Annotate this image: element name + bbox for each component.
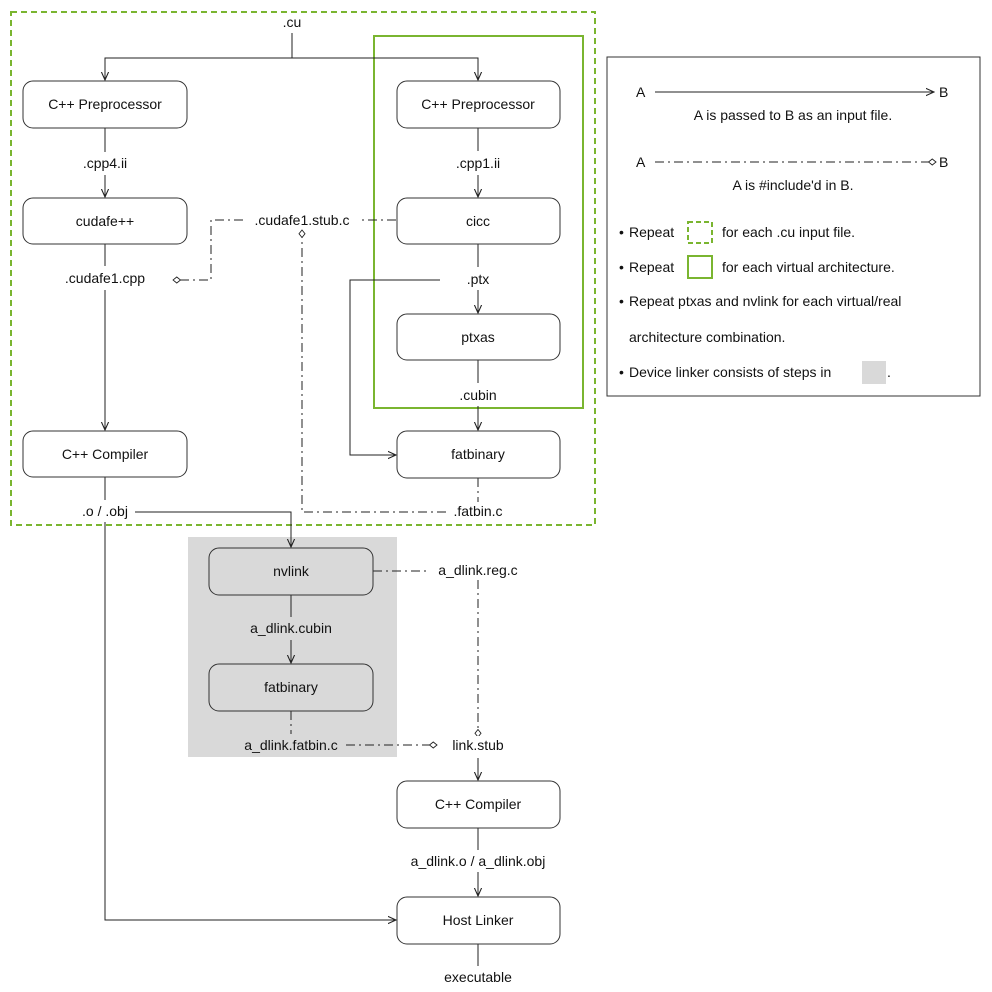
- node-label: C++ Compiler: [62, 446, 149, 462]
- label-backing: [60, 269, 150, 287]
- legend-input-text: A is passed to B as an input file.: [694, 107, 892, 123]
- file-label-fatbin-c: .fatbin.c: [453, 503, 502, 519]
- edge-cu-to-preprocessor-right: [292, 57, 478, 80]
- label-backing: [78, 154, 132, 172]
- label-backing: [246, 619, 336, 637]
- input-edges: [105, 33, 478, 966]
- file-label-a-dlink-o: a_dlink.o / a_dlink.obj: [411, 853, 546, 869]
- label-backing: [451, 154, 505, 172]
- per-cu-file-region: [10, 11, 596, 526]
- node-label: fatbinary: [451, 446, 505, 462]
- node-ptxas: ptxas: [396, 313, 561, 361]
- edge-cu-to-preprocessors: [105, 33, 293, 80]
- file-label-a-dlink-reg-c: a_dlink.reg.c: [438, 562, 517, 578]
- edge-ptx-to-fatbinary: [349, 279, 440, 455]
- node-label: Host Linker: [443, 912, 514, 928]
- edge-fatbin-c-to-stub: [298, 229, 446, 513]
- node-cudafe: cudafe++: [22, 197, 188, 245]
- node-cpp-preprocessor-left: C++ Preprocessor: [22, 80, 188, 129]
- label-backing: [78, 502, 132, 520]
- label-backing: [250, 211, 354, 229]
- legend-repeat-word-2: Repeat: [629, 259, 674, 275]
- file-label-cubin: .cubin: [459, 387, 496, 403]
- label-backing: [440, 968, 517, 986]
- legend-repeat-ptxas-line1: Repeat ptxas and nvlink for each virtual…: [629, 293, 901, 309]
- file-label-cpp1-ii: .cpp1.ii: [456, 155, 500, 171]
- node-fatbinary-right: fatbinary: [396, 430, 561, 479]
- legend-bullet-1: •: [619, 224, 624, 240]
- file-label-cudafe1-stub-c: .cudafe1.stub.c: [255, 212, 350, 228]
- legend-include-a: A: [636, 154, 646, 170]
- legend-box: [606, 56, 981, 397]
- node-cpp-preprocessor-right: C++ Preprocessor: [396, 80, 561, 129]
- legend-include-text: A is #include'd in B.: [733, 177, 854, 193]
- legend-device-linker-text: Device linker consists of steps in: [629, 364, 831, 380]
- legend-bullet-2: •: [619, 259, 624, 275]
- legend-repeat-arch-text: for each virtual architecture.: [722, 259, 895, 275]
- legend-grey-swatch: [862, 361, 886, 384]
- legend-repeat-ptxas-line2: architecture combination.: [629, 329, 785, 345]
- legend-include-b: B: [939, 154, 948, 170]
- file-label-ptx: .ptx: [467, 271, 490, 287]
- file-label-cudafe1-cpp: .cudafe1.cpp: [65, 270, 145, 286]
- file-label-a-dlink-cubin: a_dlink.cubin: [250, 620, 332, 636]
- node-fatbinary-device: fatbinary: [208, 663, 374, 712]
- file-label-cpp4-ii: .cpp4.ii: [83, 155, 127, 171]
- label-backing: [434, 561, 522, 579]
- file-label-cu: .cu: [283, 14, 302, 30]
- node-nvlink: nvlink: [208, 547, 374, 596]
- label-backing: [449, 502, 507, 520]
- label-backing: [462, 270, 494, 288]
- file-label-link-stub: link.stub: [452, 737, 504, 753]
- legend-input-b: B: [939, 84, 948, 100]
- node-label: cudafe++: [76, 213, 134, 229]
- node-label: fatbinary: [264, 679, 318, 695]
- legend-bullet-4: •: [619, 364, 624, 380]
- legend-input-a: A: [636, 84, 646, 100]
- node-label: C++ Compiler: [435, 796, 522, 812]
- node-label: C++ Preprocessor: [421, 96, 535, 112]
- node-label: nvlink: [273, 563, 310, 579]
- legend-bullet-3: •: [619, 293, 624, 309]
- file-label-executable: executable: [444, 969, 512, 985]
- legend-repeat-cu-text: for each .cu input file.: [722, 224, 855, 240]
- node-host-linker: Host Linker: [396, 896, 561, 945]
- node-label: ptxas: [461, 329, 494, 345]
- edge-stub-to-cudafe1cpp: [172, 219, 243, 284]
- node-label: cicc: [466, 213, 490, 229]
- legend-dashed-green-swatch: [687, 221, 713, 244]
- label-backing: [448, 736, 508, 754]
- label-backing: [455, 386, 501, 404]
- node-cicc: cicc: [396, 197, 561, 245]
- edge-oobj-to-nvlink: [135, 511, 291, 547]
- legend-solid-green-swatch: [687, 255, 713, 279]
- legend: A B A is passed to B as an input file. A…: [606, 56, 981, 397]
- legend-repeat-word-1: Repeat: [629, 224, 674, 240]
- file-label-a-dlink-fatbin-c: a_dlink.fatbin.c: [244, 737, 337, 753]
- include-edges: [172, 219, 482, 749]
- node-label: C++ Preprocessor: [48, 96, 162, 112]
- node-cpp-compiler-bottom: C++ Compiler: [396, 780, 561, 829]
- label-backing: [240, 736, 342, 754]
- node-cpp-compiler-left: C++ Compiler: [22, 430, 188, 478]
- file-label-o-obj: .o / .obj: [82, 503, 128, 519]
- edge-oobj-to-host-linker: [104, 522, 396, 920]
- legend-device-linker-period: .: [887, 364, 891, 380]
- label-backing: [406, 852, 550, 870]
- file-labels: .cu .cpp4.ii .cudafe1.cpp .cudafe1.stub.…: [60, 13, 550, 986]
